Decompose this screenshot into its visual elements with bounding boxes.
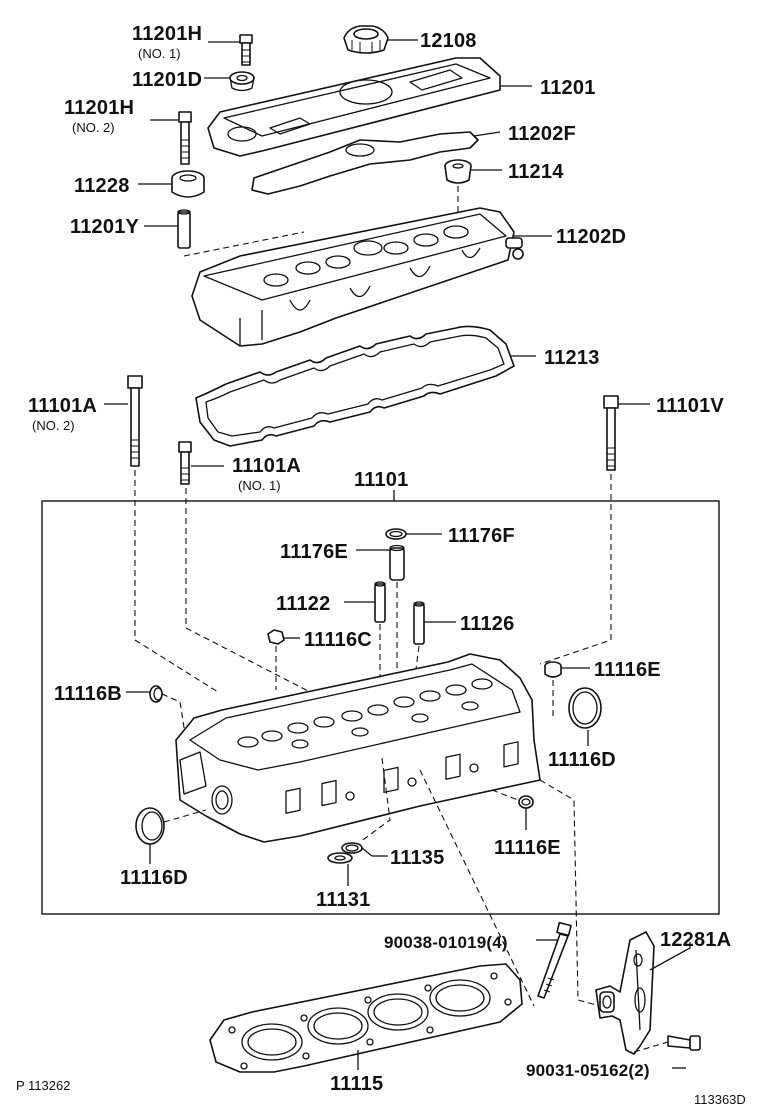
label-11201h-no2-sub: (NO. 2)	[72, 120, 115, 135]
injector-sleeve-11176e-icon	[389, 544, 405, 581]
plug-11116d-left-icon	[135, 807, 165, 845]
label-11214: 11214	[508, 161, 564, 183]
plug-11116b-icon	[149, 685, 163, 703]
label-11201: 11201	[540, 77, 596, 99]
plug-11116d-right-icon	[568, 687, 602, 729]
bolt-90038-icon	[537, 921, 572, 999]
head-cover-ornament-11201-icon	[207, 57, 501, 157]
label-11213: 11213	[544, 347, 600, 369]
label-11101a-no2: 11101A	[28, 395, 97, 417]
bolt-11101v-icon	[603, 395, 619, 471]
plug-11116e-top-icon	[544, 661, 562, 678]
sleeve-11201y-icon	[177, 209, 191, 249]
label-11176f: 11176F	[448, 525, 515, 547]
label-11135: 11135	[390, 847, 444, 869]
label-11202d: 11202D	[556, 226, 626, 248]
label-11228: 11228	[74, 175, 130, 197]
label-12108: 12108	[420, 30, 477, 52]
footer-right-code: 113363D	[694, 1092, 746, 1107]
cylinder-head-gasket-11115-icon	[209, 963, 523, 1073]
label-11201d: 11201D	[132, 69, 202, 91]
cylinder-head-body-icon	[175, 653, 541, 843]
engine-hanger-12281a-icon	[595, 931, 655, 1055]
label-11116e-top: 11116E	[594, 659, 661, 681]
label-11201h-no1: 11201H	[132, 23, 202, 45]
cylinder-head-assembly-frame	[41, 500, 720, 915]
label-11202f: 11202F	[508, 123, 576, 145]
label-11101a-no1: 11101A	[232, 455, 301, 477]
label-11116d-left: 11116D	[120, 867, 188, 889]
washer-11131-icon	[327, 852, 353, 864]
cylinder-head-cover-11202d-icon	[191, 207, 524, 347]
label-90031: 90031-05162(2)	[526, 1061, 650, 1080]
label-11116e-bottom: 11116E	[494, 837, 561, 859]
label-11126: 11126	[460, 613, 514, 635]
o-ring-11176f-icon	[385, 528, 407, 540]
label-11201y: 11201Y	[70, 216, 140, 238]
head-cover-gasket-11213-icon	[195, 325, 515, 447]
grommet-11201d-icon	[229, 71, 255, 92]
label-11116b: 11116B	[54, 683, 122, 705]
bolt-11201h-no2-icon	[178, 111, 192, 165]
label-11201h-no1-sub: (NO. 1)	[138, 46, 181, 61]
label-11201h-no2: 11201H	[64, 97, 134, 119]
seal-11135-icon	[341, 842, 363, 854]
label-12281a: 12281A	[660, 929, 731, 951]
oil-filler-cap-12108-icon	[343, 25, 389, 54]
gasket-11202f-icon	[251, 131, 479, 195]
footer-left-code: P 113262	[16, 1078, 70, 1093]
label-11116c: 11116C	[304, 629, 372, 651]
label-11122: 11122	[276, 593, 330, 615]
label-11101v: 11101V	[656, 395, 724, 417]
valve-guide-11126-icon	[413, 601, 425, 645]
label-90038: 90038-01019(4)	[384, 933, 508, 952]
bolt-90031-icon	[667, 1035, 701, 1051]
label-11101: 11101	[354, 469, 408, 491]
label-11176e: 11176E	[280, 541, 348, 563]
cushion-11228-icon	[171, 170, 205, 198]
plug-11116e-bottom-icon	[518, 795, 534, 809]
bolt-11101a-no1-icon	[178, 441, 192, 485]
grommet-11214-icon	[444, 159, 472, 184]
label-11115: 11115	[330, 1073, 383, 1095]
label-11116d-right: 11116D	[548, 749, 616, 771]
valve-guide-11122-icon	[374, 581, 386, 623]
label-11131: 11131	[316, 889, 370, 911]
label-11101a-no1-sub: (NO. 1)	[238, 478, 281, 493]
bolt-11101a-no2-icon	[127, 375, 143, 467]
plug-11116c-icon	[267, 629, 285, 645]
label-11101a-no2-sub: (NO. 2)	[32, 418, 75, 433]
bolt-11201h-no1-icon	[239, 34, 253, 66]
